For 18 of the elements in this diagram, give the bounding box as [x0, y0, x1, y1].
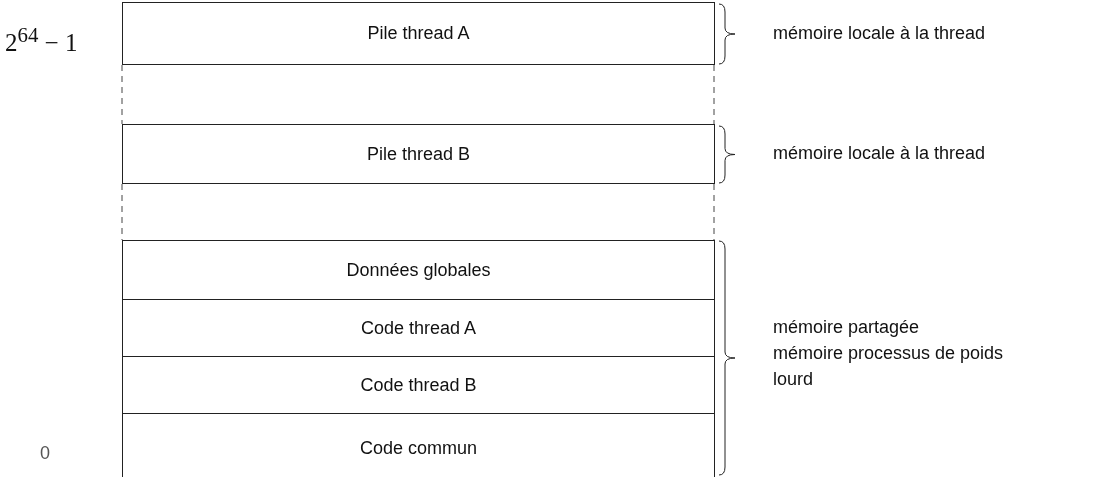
- region-label: mémoire locale à la thread: [773, 22, 986, 45]
- address-label: 2$^{64}$ − 1: [5, 22, 78, 57]
- segment-label: Code commun: [359, 438, 478, 459]
- memory-segment-box: [122, 356, 715, 414]
- segment-label: Pile thread A: [367, 23, 470, 44]
- region-label: mémoire processus de poids lourd: [773, 342, 1005, 391]
- region-label: mémoire locale à la thread: [773, 142, 986, 165]
- memory-segment-box: [122, 2, 715, 65]
- memory-segment-box: [122, 124, 715, 184]
- memory-segment-box: [122, 299, 715, 357]
- segment-label: Code thread B: [360, 374, 477, 396]
- memory-segment-box: [122, 240, 715, 300]
- region-label: mémoire partagée: [773, 316, 920, 339]
- segment-label: Pile thread B: [366, 143, 471, 165]
- segment-label: Données globales: [346, 259, 491, 281]
- segment-label: Code thread A: [360, 317, 477, 339]
- address-label: 0: [40, 442, 50, 465]
- memory-segment-box: [122, 413, 715, 477]
